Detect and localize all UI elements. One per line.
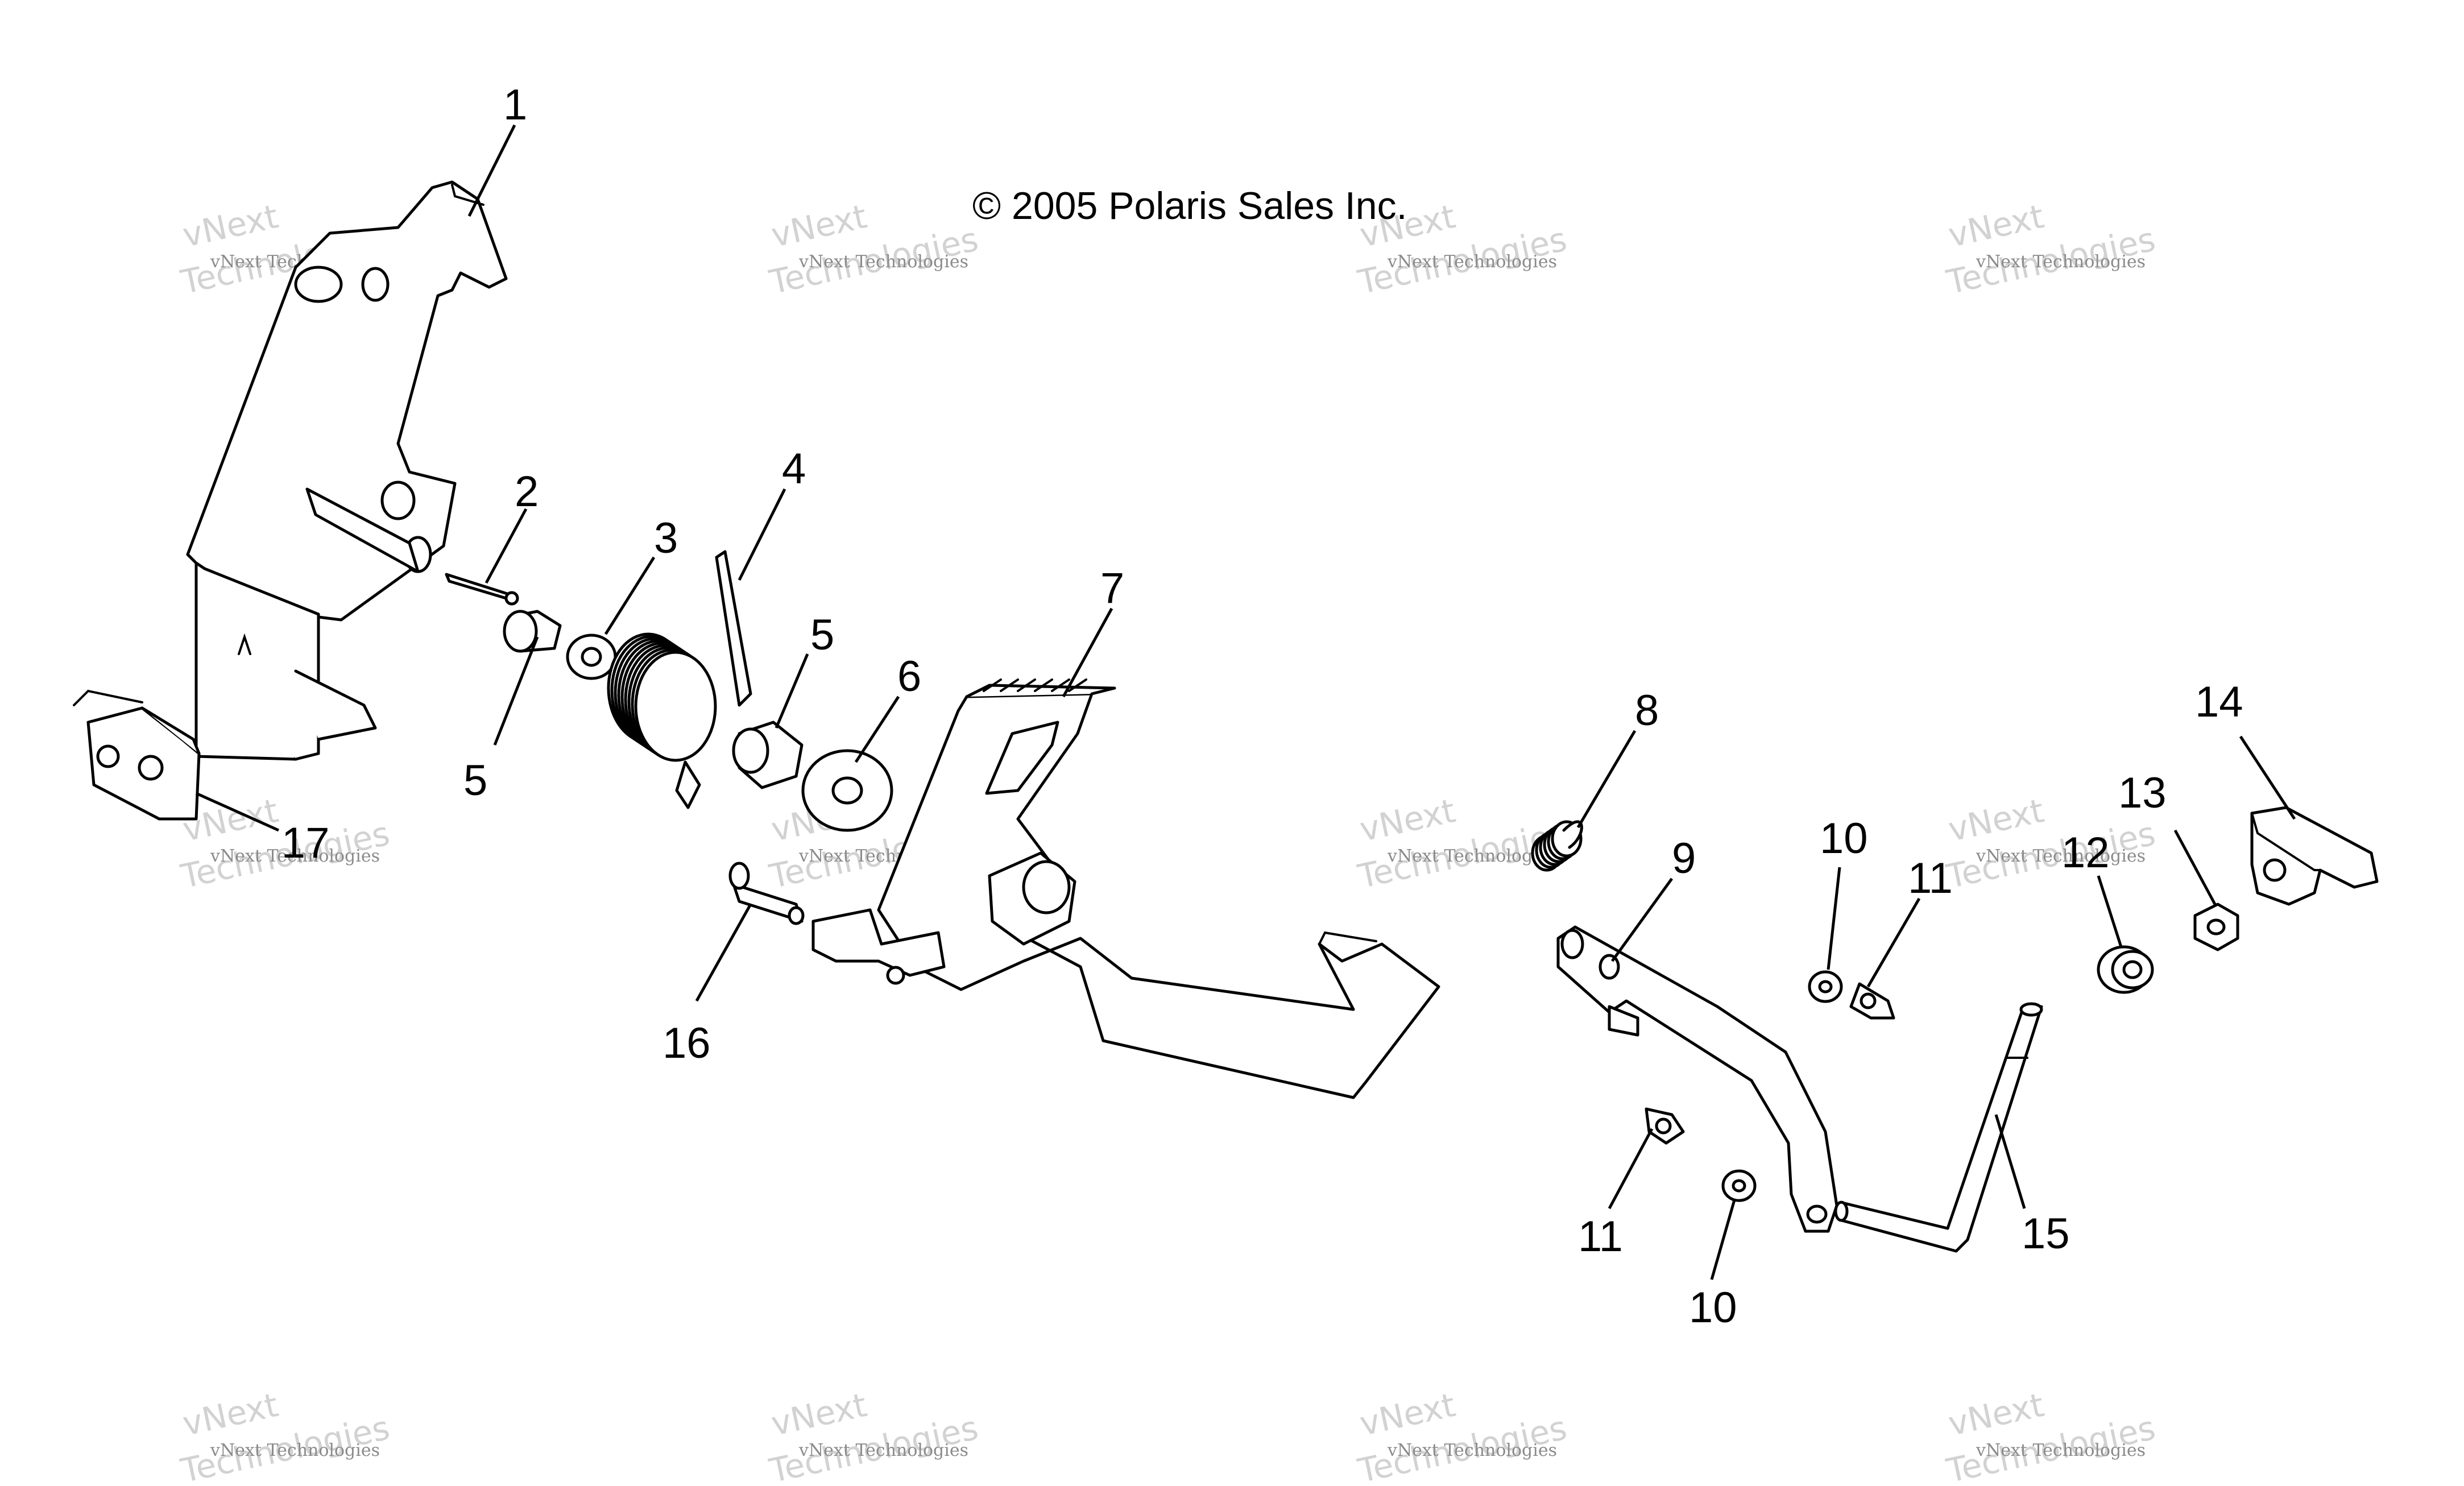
watermark-small-line: vNext Technologies [210,1441,380,1460]
callout-1: 1 [503,81,527,129]
watermark-small-line: vNext Technologies [798,252,968,272]
leader-5b [775,653,809,728]
callout-6: 6 [897,652,921,701]
callout-12: 12 [2061,829,2110,877]
spring-leg [715,550,752,707]
callout-5-right: 5 [810,611,834,659]
leader-17 [195,792,280,832]
watermark-small-line: vNext Technologies [1976,252,2146,272]
leader-6 [854,696,900,763]
callout-17: 17 [281,819,330,867]
leader-13 [2173,829,2217,905]
leader-16 [695,903,752,1002]
callout-5-left: 5 [463,756,487,805]
part-6-washer [801,749,893,832]
part-8-spring [1531,820,1583,872]
leader-11b [1608,1128,1654,1210]
callout-3: 3 [654,514,678,562]
spring-leg [675,760,701,809]
part-11-clip-top [1849,982,1895,1020]
leader-3 [604,556,656,635]
part-4-torsion-spring [607,550,752,809]
part-5-bushing-right [732,721,804,789]
watermark-small-line: vNext Technologies [1976,1441,2146,1460]
watermark-small-line: vNext Technologies [210,846,380,866]
callout-10-bottom: 10 [1689,1284,1737,1332]
part-13-nut [2193,903,2239,951]
copyright-text: © 2005 Polaris Sales Inc. [972,184,1407,227]
part-17-switch [73,689,201,821]
leader-12 [2097,875,2123,947]
watermark-small-line: vNext Technologies [1976,846,2146,866]
callout-10-top: 10 [1820,814,1868,863]
leader-9 [1610,877,1674,962]
part-16-pivot-pin [728,862,805,925]
part-7-brake-pedal [811,678,1440,1099]
part-11-clip-bottom [1645,1107,1685,1145]
leader-1 [467,124,516,217]
callout-14: 14 [2195,678,2243,726]
watermark-small-line: vNext Technologies [798,1441,968,1460]
part-1-bracket [186,180,508,761]
leader-8 [1576,730,1637,829]
watermark-small-line: vNext Technologies [1387,252,1557,272]
coil-turn [634,651,717,762]
leader-10a [1827,867,1841,970]
leader-5a [493,636,539,746]
part-3-washer [566,634,617,680]
callout-labels: 1 2 3 4 5 5 6 7 8 9 10 10 11 11 12 13 14… [281,81,2243,1332]
spring-leg [1562,820,1583,849]
callout-16: 16 [662,1019,711,1067]
part-15-rod [1834,1002,2043,1253]
callout-8: 8 [1635,686,1659,735]
leader-10b [1710,1199,1736,1280]
callout-9: 9 [1672,834,1696,883]
leader-15 [1994,1114,2026,1209]
callout-7: 7 [1100,564,1124,612]
leader-lines [195,124,2296,1280]
part-10-washer-bottom [1721,1169,1757,1202]
part-12-spacer [2097,945,2154,994]
callout-11-bottom: 11 [1578,1212,1623,1261]
callout-13: 13 [2118,769,2167,817]
part-10-washer-top [1808,970,1843,1003]
callout-15: 15 [2022,1210,2070,1258]
watermark-small-line: vNext Technologies [1387,1441,1557,1460]
part-2-cotter-pin [445,573,519,606]
leader-11a [1866,897,1921,988]
leader-4 [738,488,786,581]
leader-2 [484,508,528,584]
callout-4: 4 [782,445,806,493]
part-9-arm [1556,925,1838,1233]
part-5-bushing-left [503,610,562,653]
watermark-small-line: vNext Technologies [1387,846,1557,866]
callout-2: 2 [515,467,539,516]
leader-14 [2239,735,2296,820]
part-14-bracket [2250,806,2379,906]
leader-7 [1062,607,1113,698]
callout-11-top: 11 [1908,854,1953,903]
